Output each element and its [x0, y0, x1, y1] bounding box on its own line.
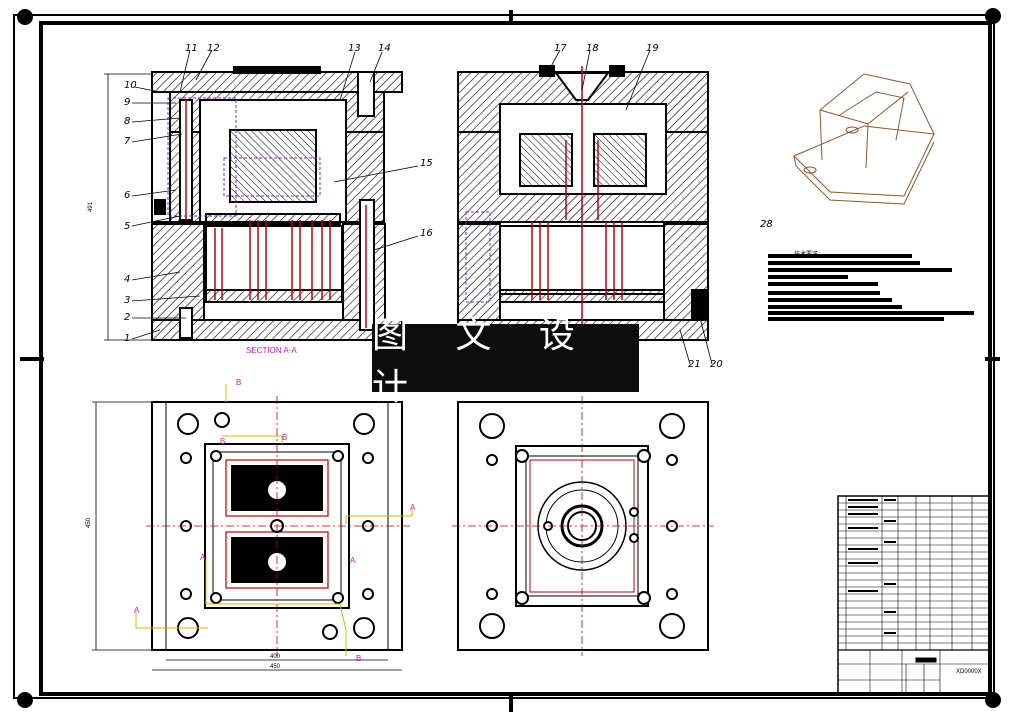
dimension-left-height-top: 491 [88, 201, 95, 213]
section-mark-a-left: A [134, 606, 140, 615]
section-view-left-hidden [167, 97, 321, 217]
part-callout-18: 18 [586, 43, 599, 54]
part-callout-16: 16 [420, 228, 433, 239]
section-mark-a-inner: A [200, 553, 206, 562]
tech-requirements-title: 技术要求: [794, 252, 820, 258]
section-mark-a-right: A [410, 503, 416, 512]
dimension-left-height-bottom: 450 [86, 517, 93, 529]
plan-view-right-holes [479, 413, 685, 639]
section-label: SECTION A-A [246, 346, 297, 355]
part-callout-21: 21 [688, 359, 701, 370]
plan-view-left-cutlines [135, 384, 413, 656]
part-callout-6: 6 [124, 190, 131, 201]
dimension-inner-width: 400 [270, 654, 281, 660]
note-callout-28: 28 [760, 219, 773, 230]
section-view-right-hidden [465, 211, 491, 303]
part-callout-7: 7 [124, 136, 131, 147]
part-callout-15: 15 [420, 158, 433, 169]
section-view-right [457, 65, 709, 341]
part-callout-12: 12 [207, 43, 220, 54]
section-mark-b-bottom: B [356, 654, 362, 663]
part-callout-9: 9 [124, 97, 131, 108]
part-callout-5: 5 [124, 221, 131, 232]
watermark-banner: 图 文 设 计 [372, 315, 639, 408]
part-callout-11: 11 [185, 43, 198, 54]
part-callout-19: 19 [646, 43, 659, 54]
section-mark-a-mid: A [350, 556, 356, 565]
part-callout-1: 1 [124, 333, 131, 344]
section-view-left-pins [185, 100, 367, 328]
part-callout-13: 13 [348, 43, 361, 54]
part-callout-14: 14 [378, 43, 391, 54]
drawing-code: XD0000X [956, 669, 982, 675]
section-mark-b-top: B [236, 378, 242, 387]
part-callout-20: 20 [710, 359, 723, 370]
part-callout-4: 4 [124, 274, 131, 285]
dimension-outer-width: 450 [270, 664, 281, 670]
part-callout-10: 10 [124, 80, 137, 91]
sheet-frame [13, 8, 1001, 712]
leader-lines-right [547, 49, 713, 365]
part-callout-3: 3 [124, 295, 131, 306]
title-block [837, 495, 991, 695]
part-callout-2: 2 [124, 312, 131, 323]
section-mark-b-left: B [220, 437, 226, 446]
isometric-part-view [793, 73, 935, 205]
plan-view-left-centerlines [146, 396, 410, 656]
part-callout-17: 17 [554, 43, 567, 54]
dimension-lines-bottom [92, 401, 402, 671]
section-mark-b-upper: B [282, 433, 288, 442]
section-view-left [151, 66, 403, 341]
tech-requirements-bars [768, 254, 974, 321]
plan-view-right-centerlines [452, 396, 714, 656]
watermark-text: 图 文 设 计 [372, 315, 593, 408]
plan-view-left-holes [177, 412, 375, 640]
part-callout-8: 8 [124, 116, 131, 127]
section-view-right-pins [531, 66, 623, 330]
leader-lines-left [104, 49, 419, 341]
